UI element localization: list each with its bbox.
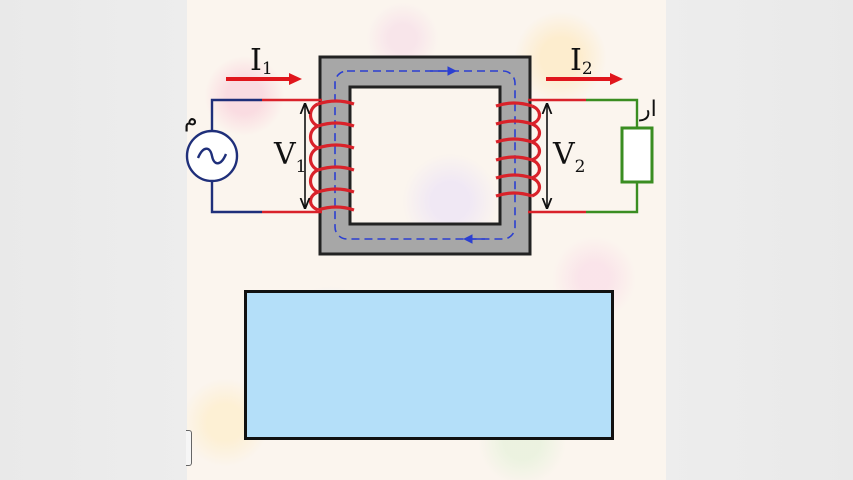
left-letterbox [0,0,187,480]
ac-source-icon [196,147,228,165]
voltage-secondary-label: V2 [552,137,586,177]
current-primary-label: I1 [250,43,273,79]
load-resistor [620,126,654,184]
load-label-fragment: ار [639,97,657,122]
primary-winding [308,99,355,212]
current-secondary-label: I2 [570,43,593,79]
edge-tab [186,430,192,466]
answer-box [244,290,614,440]
transformer-core [318,55,532,256]
current-primary-arrowhead [289,73,302,85]
right-letterbox [666,0,853,480]
voltage-primary-label: V1 [273,137,307,177]
current-secondary-arrowhead [610,73,623,85]
secondary-winding [495,101,542,198]
source-label-fragment: م [184,107,198,132]
magnetic-flux-path [334,70,516,240]
